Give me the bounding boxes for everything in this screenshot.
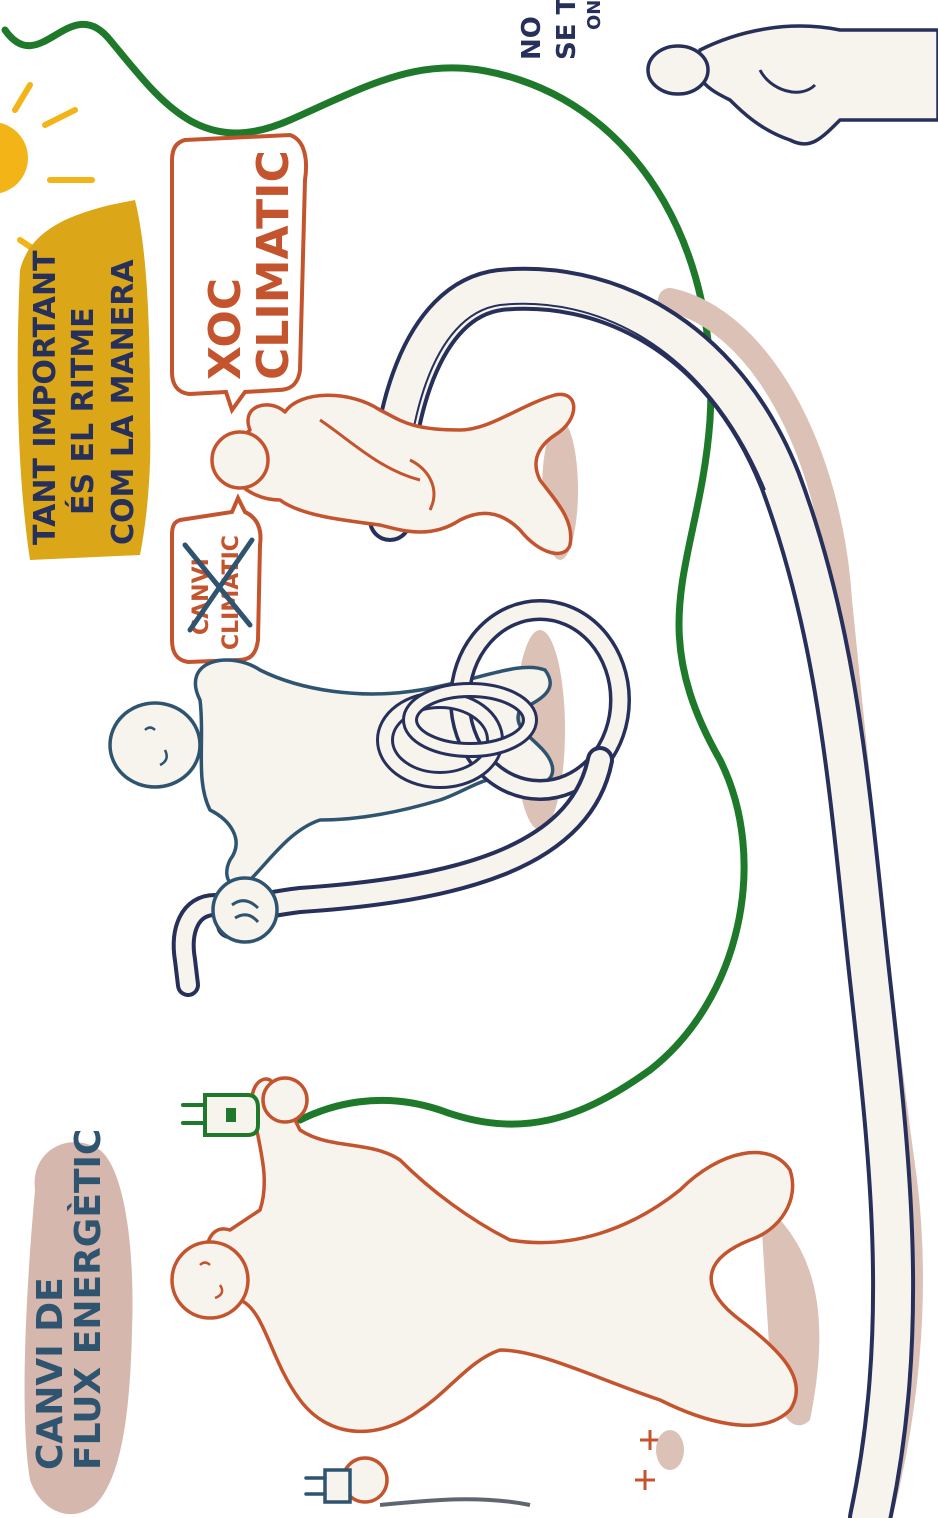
xoc-line-1: XOC bbox=[200, 278, 251, 380]
title-blob: CANVI DE FLUX ENERGÈTIC bbox=[25, 1129, 133, 1514]
plus-figures bbox=[635, 1430, 684, 1490]
top-right-note: NO SE T'ESTA ON bbox=[517, 0, 605, 60]
title-line-2: FLUX ENERGÈTIC bbox=[67, 1129, 109, 1470]
yellow-note: TANT IMPORTANT ÉS EL RITME COM LA MANERA bbox=[18, 200, 151, 560]
top-right-line-2: SE T'ESTA bbox=[552, 0, 582, 60]
top-right-line-3: ON bbox=[584, 0, 605, 30]
orange-big-person bbox=[172, 1078, 819, 1502]
hose-nozzle bbox=[184, 878, 277, 985]
green-plug-icon bbox=[183, 1095, 258, 1135]
xoc-line-2: CLIMATIC bbox=[248, 150, 299, 380]
title-line-1: CANVI DE bbox=[30, 1277, 71, 1470]
xoc-climatic-bubble: XOC CLIMATIC bbox=[172, 135, 306, 410]
yellow-note-line-3: COM LA MANERA bbox=[106, 259, 141, 545]
green-cable bbox=[5, 24, 744, 1124]
top-right-person bbox=[648, 26, 938, 144]
top-right-line-1: NO bbox=[517, 16, 547, 60]
grey-plug-icon bbox=[306, 1470, 530, 1505]
yellow-note-line-2: ÉS EL RITME bbox=[65, 307, 101, 515]
canvi-climatic-bubble: CANVI CLIMATIC bbox=[172, 498, 260, 662]
yellow-note-line-1: TANT IMPORTANT bbox=[28, 250, 63, 545]
